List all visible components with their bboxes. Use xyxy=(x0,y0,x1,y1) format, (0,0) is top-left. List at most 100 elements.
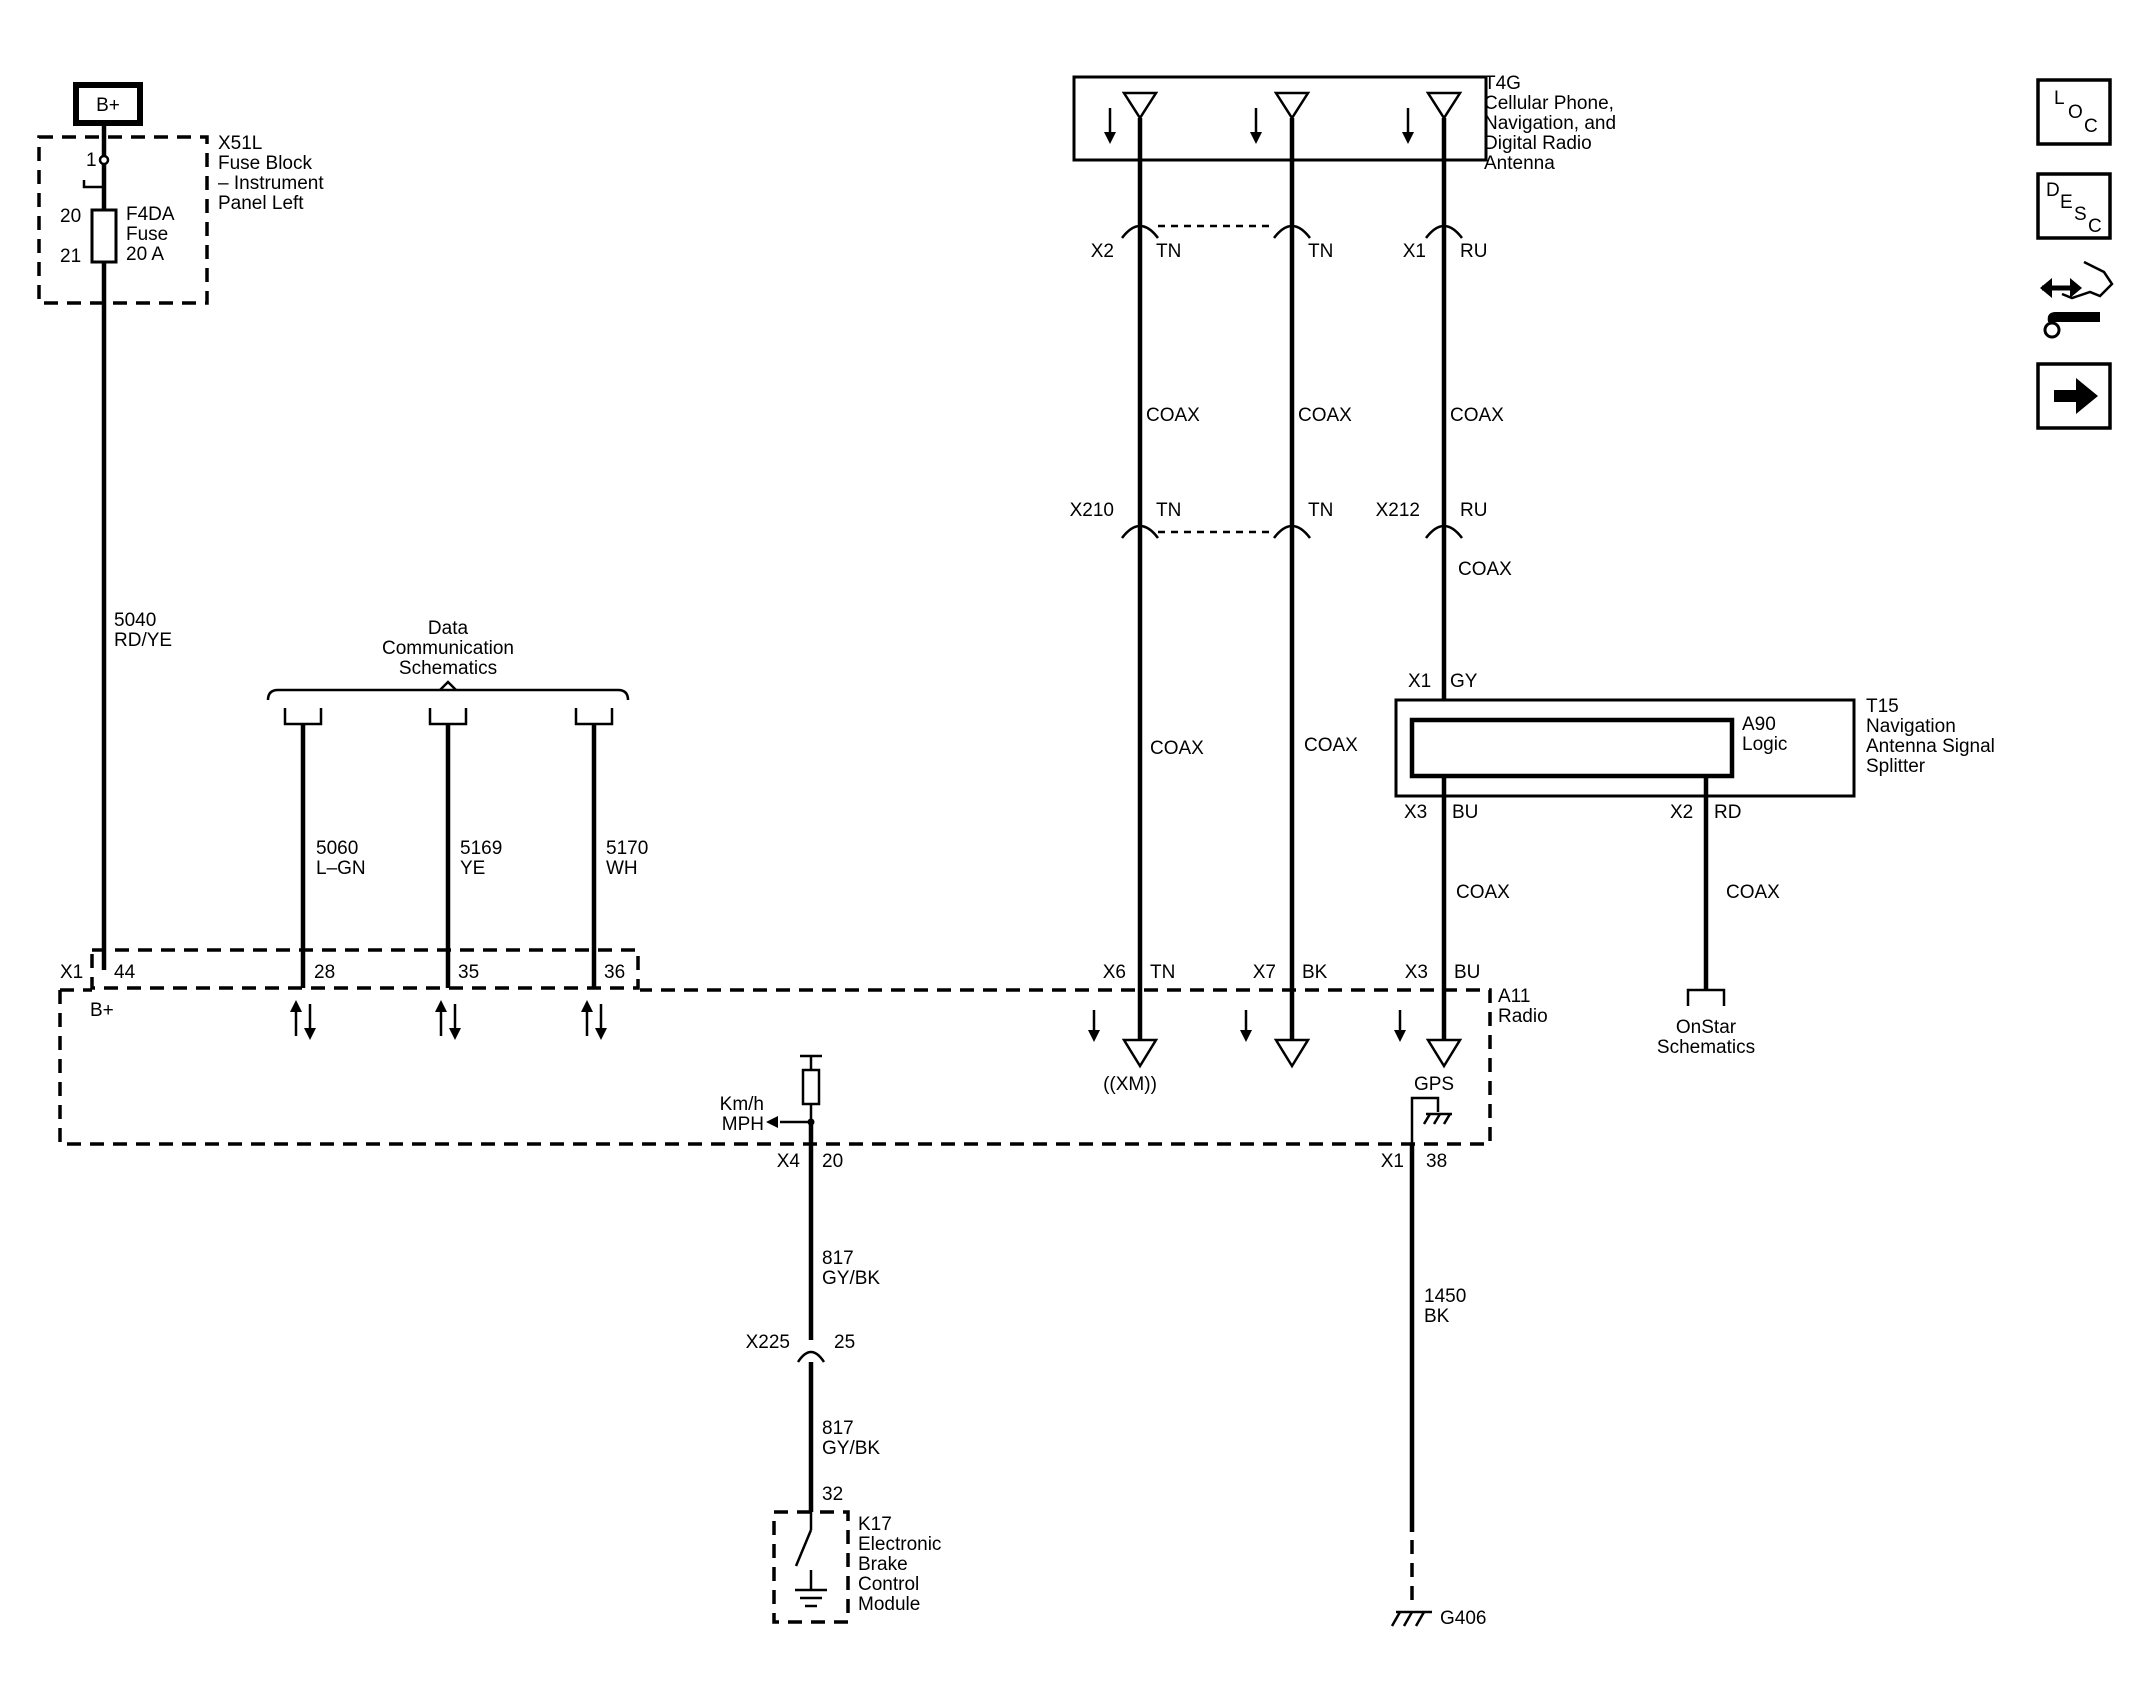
onstar-label-2: Schematics xyxy=(1657,1037,1755,1058)
splitter-out2-conn: X2 xyxy=(1670,802,1693,823)
antenna-box xyxy=(1072,75,1488,162)
coax-label-7: COAX xyxy=(1456,882,1510,903)
power-wire-color: RD/YE xyxy=(114,630,172,651)
radio-gnd-conn: X1 xyxy=(1381,1151,1404,1172)
ebcm-name-2: Brake xyxy=(858,1554,908,1575)
bidir-arrow-3 xyxy=(581,1000,607,1040)
data-wire-2-color: YE xyxy=(460,858,485,879)
fuse-pin-20: 20 xyxy=(60,206,81,227)
upper-conn-3: X1 xyxy=(1403,241,1426,262)
upper-conn-1: X2 xyxy=(1091,241,1114,262)
radio-x7: X7 xyxy=(1253,962,1276,983)
mid-conn-2-color: TN xyxy=(1308,500,1333,521)
radio-xm-label: ((XM)) xyxy=(1103,1074,1157,1095)
radio-section: X1 44 B+ 28 35 36 X6 TN X7 BK X3 BU xyxy=(58,948,1548,1172)
svg-text:D: D xyxy=(2046,180,2060,201)
power-wire-circuit: 5040 xyxy=(114,610,156,631)
fuse-tap xyxy=(82,180,104,189)
ground-section: 1450 BK G406 xyxy=(1390,1144,1486,1629)
splitter-in-color: GY xyxy=(1450,671,1478,692)
ebcm-id: K17 xyxy=(858,1514,892,1535)
speed-wire-circuit: 817 xyxy=(822,1248,854,1269)
radio-pin44: 44 xyxy=(114,962,136,983)
antenna-name-2: Navigation, and xyxy=(1484,113,1616,134)
coax-label-6: COAX xyxy=(1304,735,1358,756)
antenna-section: T4G Cellular Phone, Navigation, and Digi… xyxy=(1072,73,1616,174)
ebcm-name-1: Electronic xyxy=(858,1534,941,1555)
splitter-out1-conn: X3 xyxy=(1404,802,1427,823)
fuse-block-name-2: – Instrument xyxy=(218,173,324,194)
radio-gps-label: GPS xyxy=(1414,1074,1454,1095)
fuse-word: Fuse xyxy=(126,224,168,245)
speed-wire-section: 817 GY/BK X225 25 817 GY/BK 32 xyxy=(746,1122,880,1512)
switch-icon xyxy=(794,1529,813,1567)
speed-wire-circuit-2: 817 xyxy=(822,1418,854,1439)
splitter-section: X1 GY A90 Logic T15 Navigation Antenna S… xyxy=(1394,671,1995,1058)
data-comm-brace xyxy=(266,688,630,701)
xm-antenna-icon xyxy=(1088,1010,1159,1069)
svg-text:E: E xyxy=(2060,192,2073,213)
fuse-id: F4DA xyxy=(126,204,175,225)
coax-label-2: COAX xyxy=(1298,405,1352,426)
coax-label-5: COAX xyxy=(1150,738,1204,759)
fuse-block-id: X51L xyxy=(218,133,262,154)
antenna-icon-2 xyxy=(1250,91,1311,144)
coax-label-3: COAX xyxy=(1450,405,1504,426)
svg-text:L: L xyxy=(2054,88,2065,109)
splitter-id: T15 xyxy=(1866,696,1899,717)
radio-x4: X4 xyxy=(777,1151,801,1172)
mid-conn-1-color: TN xyxy=(1156,500,1181,521)
ground-wire-color: BK xyxy=(1424,1306,1450,1327)
fuse-block-name-3: Panel Left xyxy=(218,193,304,214)
radio-x6: X6 xyxy=(1103,962,1126,983)
radio-x3: X3 xyxy=(1405,962,1428,983)
radio-speed-2: MPH xyxy=(722,1114,764,1135)
speed-inline-conn: X225 xyxy=(746,1332,790,1353)
radio-x7-color: BK xyxy=(1302,962,1328,983)
data-wire-3-color: WH xyxy=(606,858,638,879)
splitter-name-3: Splitter xyxy=(1866,756,1926,777)
coax-wires: X2 TN TN X1 RU COAX COAX COAX X210 TN TN… xyxy=(1070,118,1512,1040)
onstar-label-1: OnStar xyxy=(1676,1017,1737,1038)
radio-outline xyxy=(58,988,1492,1146)
splitter-logic-box xyxy=(1409,717,1735,779)
svg-text:C: C xyxy=(2088,216,2102,237)
data-comm-section: Data Communication Schematics 5060 L–GN … xyxy=(266,618,648,988)
radio-antenna-icon xyxy=(1240,1010,1311,1069)
connector-tools-icon[interactable] xyxy=(2040,260,2114,339)
svg-text:C: C xyxy=(2084,116,2098,137)
radio-speed-1: Km/h xyxy=(720,1094,764,1115)
radio-x3-color: BU xyxy=(1454,962,1480,983)
radio-id: A11 xyxy=(1498,986,1530,1007)
radio-gnd-pin: 38 xyxy=(1426,1151,1447,1172)
radio-x1-strip xyxy=(90,948,640,990)
speed-wire-color: GY/BK xyxy=(822,1268,880,1289)
fuse-pin-1: 1 xyxy=(86,150,97,171)
onstar-stub xyxy=(1686,988,1726,1006)
upper-conn-1-color: TN xyxy=(1156,241,1181,262)
bidir-arrow-1 xyxy=(290,1000,316,1040)
speed-inline-pin: 25 xyxy=(834,1332,855,1353)
radio-name: Radio xyxy=(1498,1006,1548,1027)
radio-x6-color: TN xyxy=(1150,962,1175,983)
coax-label-4: COAX xyxy=(1458,559,1512,580)
g406-ground-icon xyxy=(1390,1610,1432,1627)
antenna-id: T4G xyxy=(1484,73,1521,94)
ebcm-name-3: Control xyxy=(858,1574,919,1595)
splitter-out1-color: BU xyxy=(1452,802,1478,823)
splitter-name-2: Antenna Signal xyxy=(1866,736,1995,757)
ground-id: G406 xyxy=(1440,1608,1486,1629)
data-wire-2-circuit: 5169 xyxy=(460,838,502,859)
chassis-ground-icon xyxy=(1410,1096,1452,1144)
next-arrow-icon[interactable] xyxy=(2036,362,2112,430)
fuse-icon xyxy=(90,208,118,264)
loc-icon[interactable]: L O C xyxy=(2036,78,2112,146)
desc-icon[interactable]: D E S C xyxy=(2036,172,2112,240)
radio-x4-pin: 20 xyxy=(822,1151,843,1172)
upper-conn-2-color: TN xyxy=(1308,241,1333,262)
radio-pin35: 35 xyxy=(458,962,479,983)
coax-label-1: COAX xyxy=(1146,405,1200,426)
ground-symbol-icon xyxy=(795,1588,827,1608)
fuse-block-outline xyxy=(37,135,209,305)
